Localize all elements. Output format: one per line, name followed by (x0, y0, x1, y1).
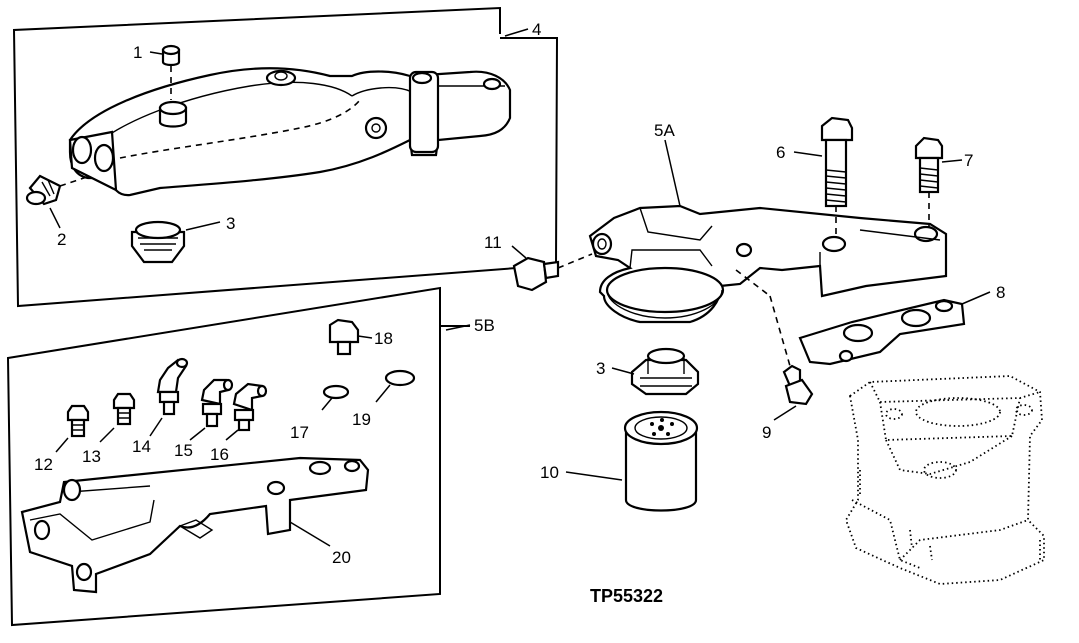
fitting-item-13: 13 (82, 392, 136, 466)
callout-5b-group: 5B (445, 316, 495, 335)
filter-housing-cover (68, 67, 512, 197)
engine-block (845, 375, 1045, 585)
callout-14: 14 (132, 437, 151, 456)
callout-10: 10 (540, 463, 559, 482)
callout-19: 19 (352, 410, 371, 429)
callout-17: 17 (290, 423, 309, 442)
filter-base-item-20: 20 (20, 456, 370, 594)
bolt-item-11: 11 (484, 233, 593, 292)
callout-4: 4 (532, 20, 541, 39)
adapter-item-3-right: 3 (596, 347, 700, 396)
callout-2: 2 (57, 230, 66, 249)
elbow-fitting-item-15: 15 (174, 378, 234, 460)
bolt-item-7: 7 (914, 136, 973, 228)
callout-20: 20 (332, 548, 351, 567)
elbow-fitting-item-14: 14 (132, 357, 189, 456)
fitting-item-12: 12 (34, 404, 90, 474)
callout-15: 15 (174, 441, 193, 460)
callout-18: 18 (374, 329, 393, 348)
callout-6: 6 (776, 143, 785, 162)
callout-1: 1 (133, 43, 142, 62)
callout-12: 12 (34, 455, 53, 474)
gasket-item-8: 8 (798, 283, 1005, 366)
plug-item-1: 1 (133, 43, 181, 100)
callout-11: 11 (484, 233, 502, 252)
o-ring-item-19: 19 (352, 369, 416, 429)
callout-3-right: 3 (596, 359, 605, 378)
callout-3-top: 3 (226, 214, 235, 233)
callout-5a: 5A (654, 121, 675, 140)
callout-4-group: 4 (504, 20, 541, 39)
adapter-item-3-top: 3 (130, 214, 235, 264)
fitting-item-9: 9 (735, 269, 814, 442)
elbow-fitting-item-16: 16 (210, 382, 268, 464)
callout-8: 8 (996, 283, 1005, 302)
filter-base-item-5a: 5A (588, 121, 948, 324)
callout-7: 7 (964, 151, 973, 170)
fitting-item-2: 2 (25, 174, 91, 249)
reference-number: TP55322 (590, 586, 663, 606)
callout-13: 13 (82, 447, 101, 466)
panel-item-4 (12, 6, 559, 308)
panel-item-5b (6, 286, 470, 627)
oil-filter-item-10: 10 (540, 410, 699, 512)
callout-16: 16 (210, 445, 229, 464)
bolt-item-18: 18 (328, 318, 393, 356)
o-ring-item-17: 17 (290, 384, 350, 442)
callout-5b: 5B (474, 316, 495, 335)
bolt-item-6: 6 (776, 116, 854, 238)
callout-9: 9 (762, 423, 771, 442)
